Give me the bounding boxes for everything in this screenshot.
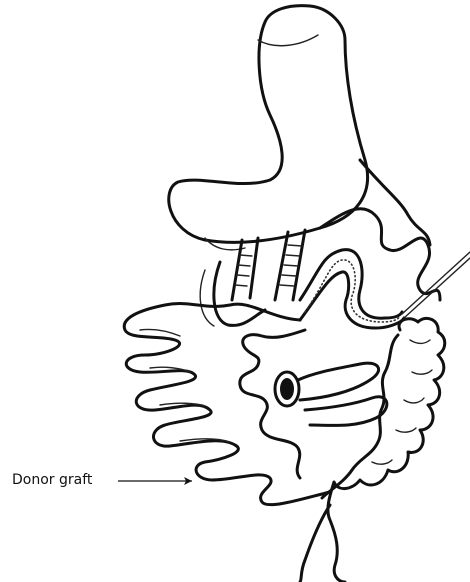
vascular-grafts xyxy=(200,230,305,326)
donor-graft-label: Donor graft xyxy=(12,472,92,488)
stoma-ring xyxy=(275,363,387,425)
colon xyxy=(300,318,445,582)
small-bowel-loops xyxy=(124,304,330,505)
donor-graft-arrow xyxy=(118,477,192,485)
duodenum xyxy=(320,160,440,300)
conduit xyxy=(300,250,470,328)
stomach xyxy=(169,6,368,250)
